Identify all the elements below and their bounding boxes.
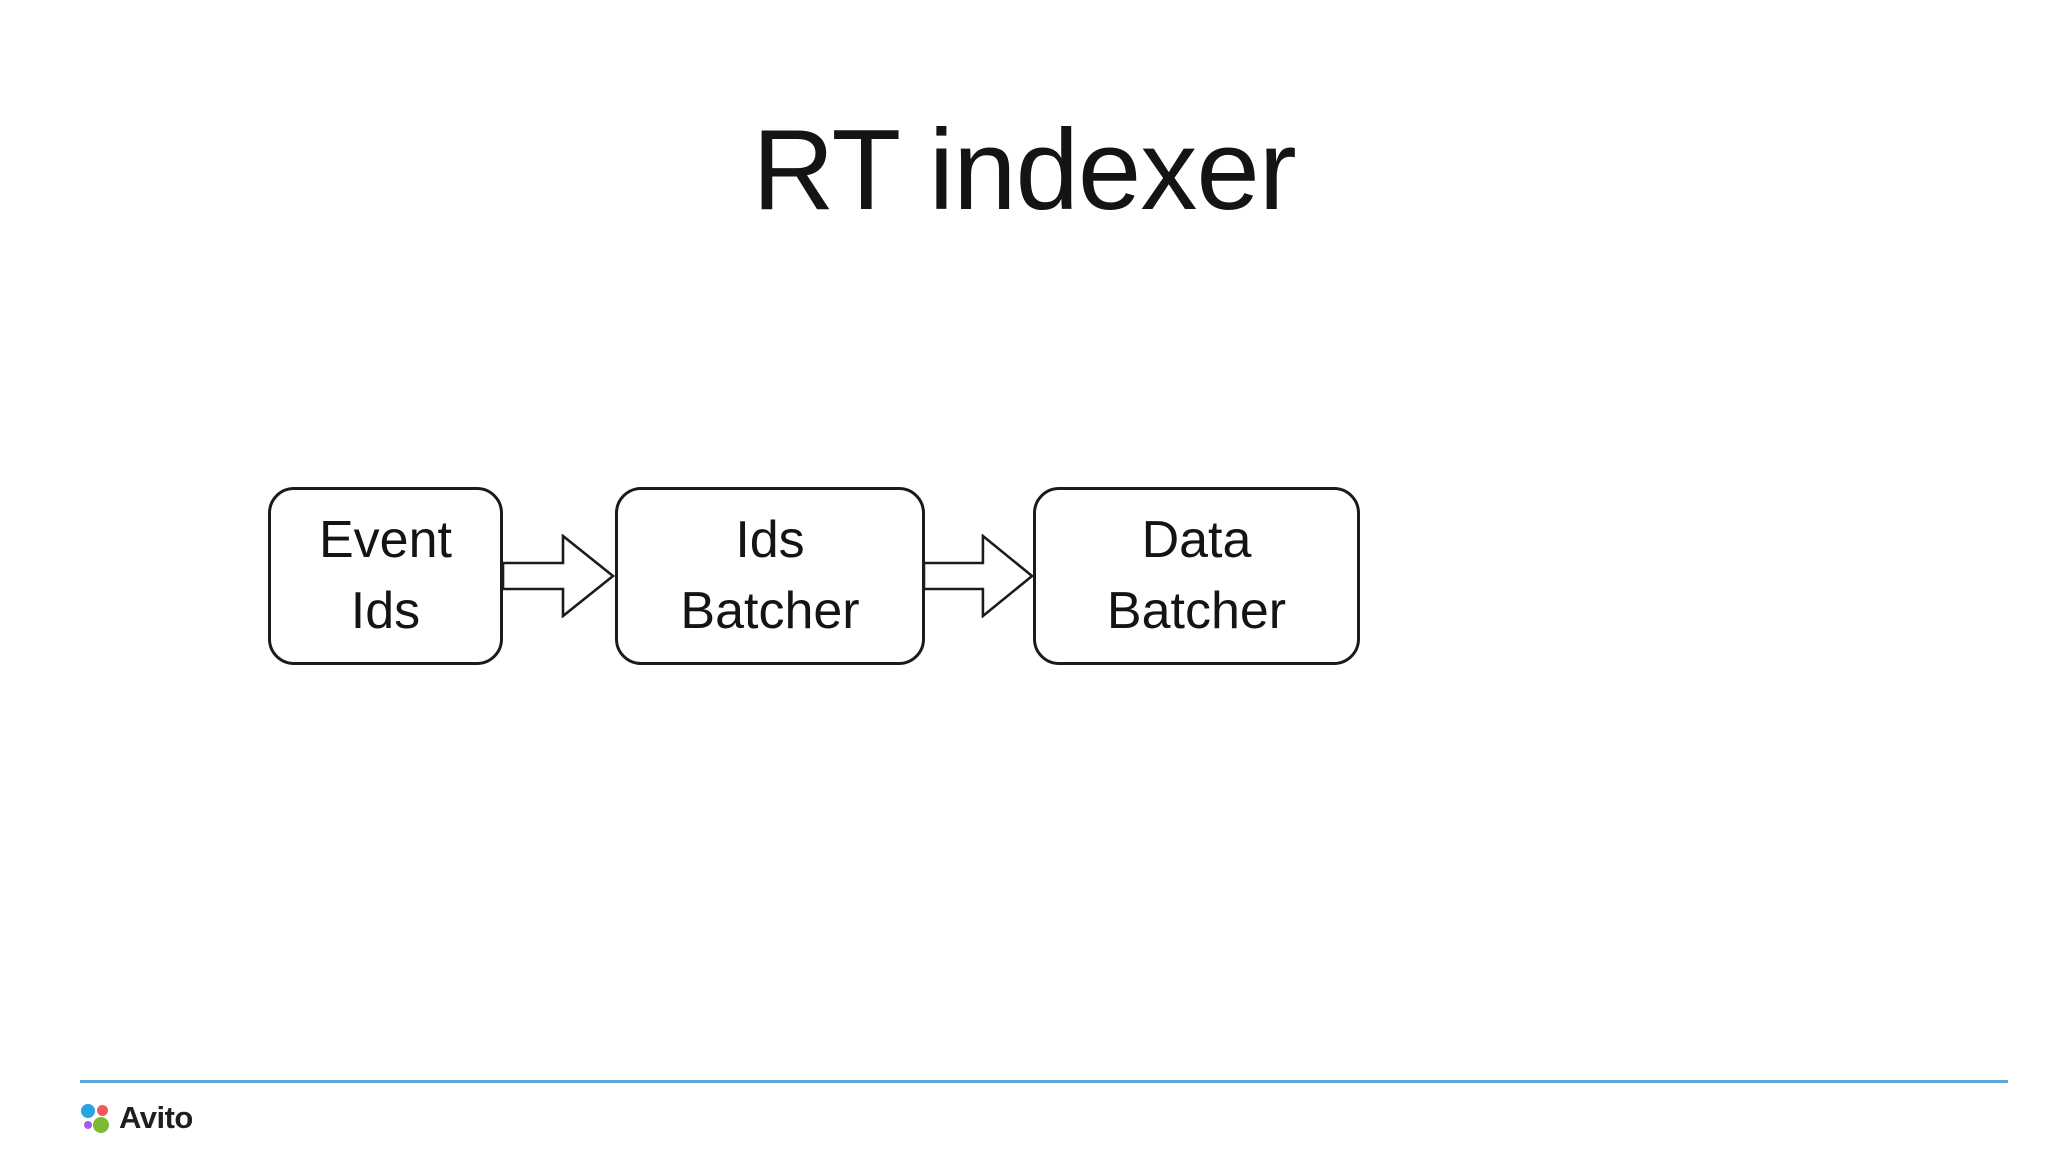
avito-logo-icon bbox=[80, 1102, 110, 1135]
flow-arrow-icon bbox=[502, 534, 616, 618]
avito-logo-dot-blue bbox=[81, 1103, 95, 1118]
slide-title: RT indexer bbox=[752, 107, 1296, 234]
diagram-node-event-ids: Event Ids bbox=[268, 487, 503, 665]
avito-logo-dot-purple bbox=[84, 1120, 92, 1129]
node-label: Ids Batcher bbox=[680, 511, 860, 640]
diagram-node-data-batcher: Data Batcher bbox=[1033, 487, 1360, 665]
flow-arrow-icon bbox=[923, 534, 1035, 618]
diagram-node-ids-batcher: Ids Batcher bbox=[615, 487, 925, 665]
node-label: Event Ids bbox=[319, 511, 452, 640]
avito-logo-dot-green bbox=[93, 1116, 109, 1133]
footer-brand: Avito bbox=[80, 1100, 193, 1136]
footer-divider-line bbox=[80, 1080, 2008, 1083]
brand-wordmark: Avito bbox=[119, 1100, 193, 1135]
node-label: Data Batcher bbox=[1106, 511, 1287, 640]
avito-logo-dot-red bbox=[97, 1104, 108, 1116]
